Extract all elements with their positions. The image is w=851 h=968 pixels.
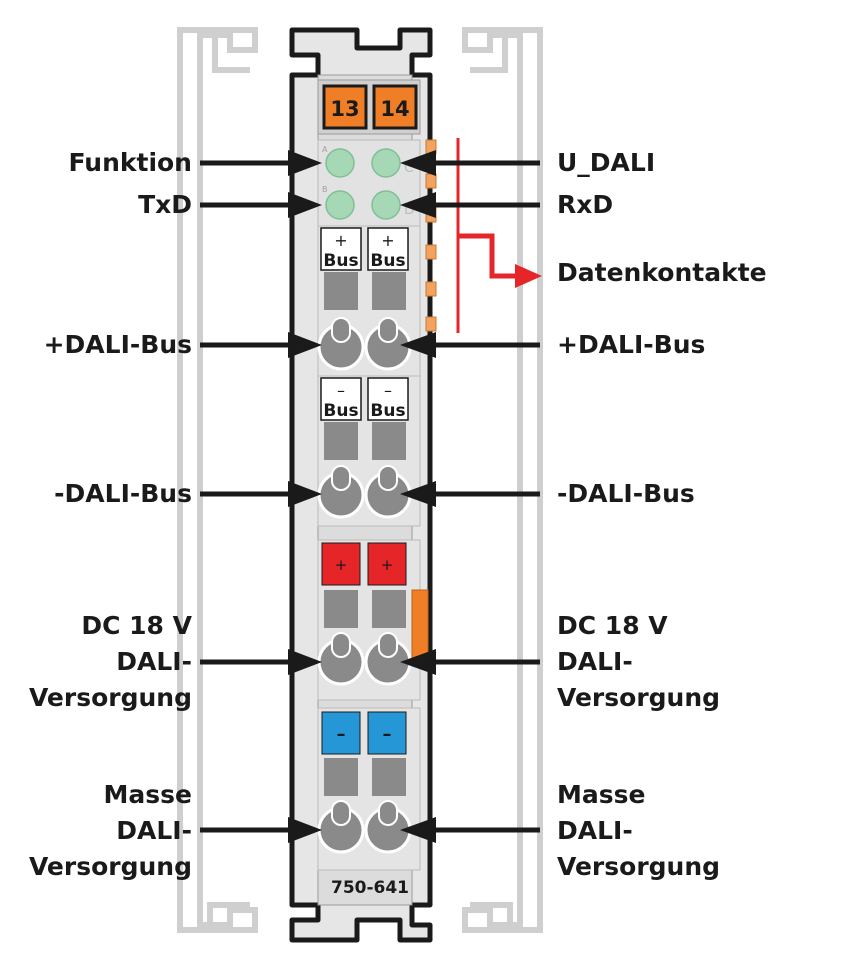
plus-bus-sign-right: + bbox=[381, 231, 394, 250]
plus-bus-text-right: Bus bbox=[370, 251, 405, 271]
led-letter-a: A bbox=[322, 145, 328, 154]
left-arrows bbox=[200, 150, 322, 843]
led-txd bbox=[325, 190, 355, 220]
led-letter-c: C bbox=[404, 160, 414, 176]
label-dc-right-line1: DC 18 V bbox=[557, 611, 668, 640]
minus-bus-sign-right: – bbox=[384, 381, 392, 400]
label-funktion: Funktion bbox=[68, 148, 192, 177]
label-masse-right-line1: Masse bbox=[557, 780, 646, 809]
led-letter-b: B bbox=[322, 185, 328, 194]
top-terminal-block: 13 14 bbox=[317, 79, 421, 135]
terminal-13-label: 13 bbox=[330, 97, 359, 121]
label-dc-right-line3: Versorgung bbox=[557, 683, 721, 712]
label-plus-dali-bus-right: +DALI-Bus bbox=[557, 330, 706, 359]
label-dc-left-line1: DC 18 V bbox=[81, 611, 192, 640]
minus-supply-section: – – bbox=[317, 707, 421, 871]
label-dc-right-line2: DALI- bbox=[557, 647, 633, 676]
plus-supply-sign-left: + bbox=[335, 556, 348, 574]
label-plus-dali-bus-left: +DALI-Bus bbox=[43, 330, 192, 359]
led-panel: A B C D bbox=[317, 139, 421, 229]
right-arrows bbox=[400, 150, 540, 843]
model-number: 750-641 bbox=[331, 878, 409, 898]
ghost-housings bbox=[177, 27, 543, 933]
label-dc-left-line2: DALI- bbox=[116, 647, 192, 676]
minus-bus-text-right: Bus bbox=[370, 401, 405, 421]
label-masse-left-line1: Masse bbox=[103, 780, 192, 809]
label-dc-left-line3: Versorgung bbox=[28, 683, 192, 712]
led-u-dali bbox=[371, 148, 401, 178]
plus-supply-section: + + bbox=[317, 539, 429, 701]
terminal-14-label: 14 bbox=[380, 97, 409, 121]
minus-bus-sign-left: – bbox=[337, 381, 345, 400]
label-datenkontakte: Datenkontakte bbox=[557, 258, 767, 287]
power-jumper-contact bbox=[411, 589, 429, 661]
led-rxd bbox=[371, 190, 401, 220]
label-rxd: RxD bbox=[557, 190, 614, 219]
terminal-13 bbox=[322, 84, 368, 130]
minus-supply-clamp-left bbox=[317, 800, 365, 854]
led-letter-d: D bbox=[404, 202, 415, 218]
minus-supply-sign-left: – bbox=[337, 724, 346, 745]
minus-bus-clamp-left bbox=[317, 465, 365, 519]
label-txd: TxD bbox=[138, 190, 192, 219]
led-funktion bbox=[325, 148, 355, 178]
minus-bus-section: – – Bus Bus bbox=[317, 375, 421, 527]
label-masse-right-line3: Versorgung bbox=[557, 852, 721, 881]
label-u-dali: U_DALI bbox=[557, 148, 656, 177]
plus-supply-clamp-left bbox=[317, 632, 365, 686]
label-masse-left-line3: Versorgung bbox=[28, 852, 192, 881]
minus-bus-text-left: Bus bbox=[323, 401, 358, 421]
plus-bus-section: + + Bus Bus bbox=[317, 225, 421, 377]
label-minus-dali-bus-right: -DALI-Bus bbox=[557, 479, 695, 508]
label-masse-left-line2: DALI- bbox=[116, 816, 192, 845]
plus-supply-sign-right: + bbox=[381, 556, 394, 574]
plus-bus-sign-left: + bbox=[334, 231, 347, 250]
minus-supply-sign-right: – bbox=[383, 724, 392, 745]
datenkontakte-arrow bbox=[456, 138, 542, 333]
label-masse-right-line2: DALI- bbox=[557, 816, 633, 845]
label-minus-dali-bus-left: -DALI-Bus bbox=[54, 479, 192, 508]
terminal-14 bbox=[372, 84, 418, 130]
plus-bus-text-left: Bus bbox=[323, 251, 358, 271]
plus-bus-clamp-left bbox=[317, 317, 365, 371]
